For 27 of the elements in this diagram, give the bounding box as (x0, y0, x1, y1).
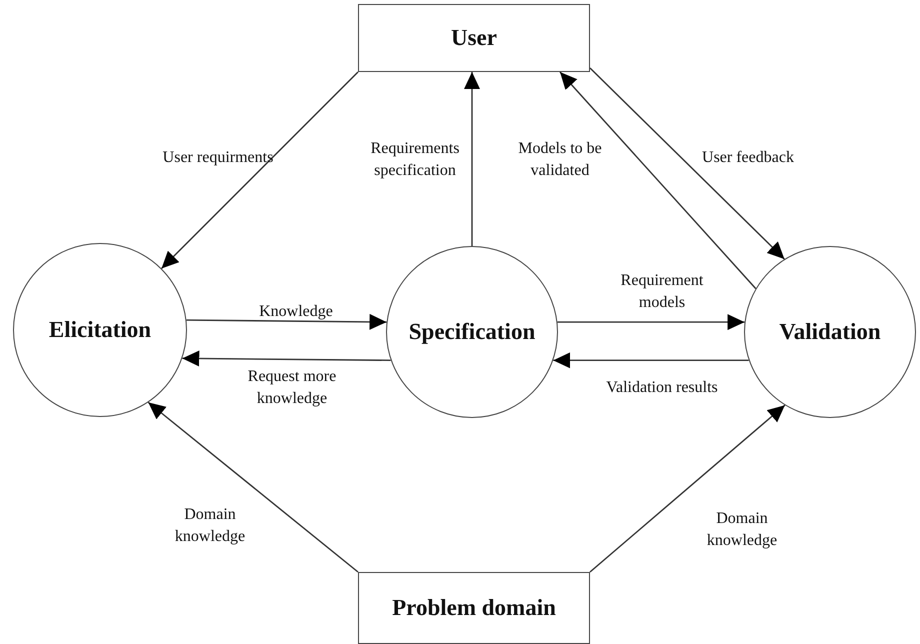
arrow (464, 72, 480, 246)
entity-box (358, 572, 590, 644)
node-label: Validation (779, 319, 881, 345)
node-label: User (451, 25, 497, 51)
arrow (161, 72, 358, 269)
arrow (559, 72, 756, 290)
node-label: Specification (408, 319, 536, 345)
edge-label: Requirement models (620, 271, 704, 313)
edge-label: Request more knowledge (246, 367, 338, 409)
edge-label: Knowledge (258, 302, 334, 322)
node-label: Problem domain (392, 595, 556, 621)
edge-label: User feedback (701, 148, 795, 168)
arrow (590, 404, 786, 573)
arrow (148, 402, 358, 573)
arrow (557, 314, 745, 330)
edge-label: Domain knowledge (174, 505, 246, 547)
arrow (590, 68, 785, 260)
edge-label: User requirments (162, 148, 274, 168)
edge-label: Models to be validated (517, 139, 603, 181)
arrow (553, 352, 749, 368)
arrow (186, 314, 387, 330)
arrow (182, 350, 391, 367)
edge-label: Validation results (605, 378, 719, 398)
entity-box (358, 4, 590, 72)
edge-label: Requirements specification (370, 139, 460, 181)
edge-label: Domain knowledge (706, 509, 778, 551)
node-label: Elicitation (48, 317, 152, 343)
